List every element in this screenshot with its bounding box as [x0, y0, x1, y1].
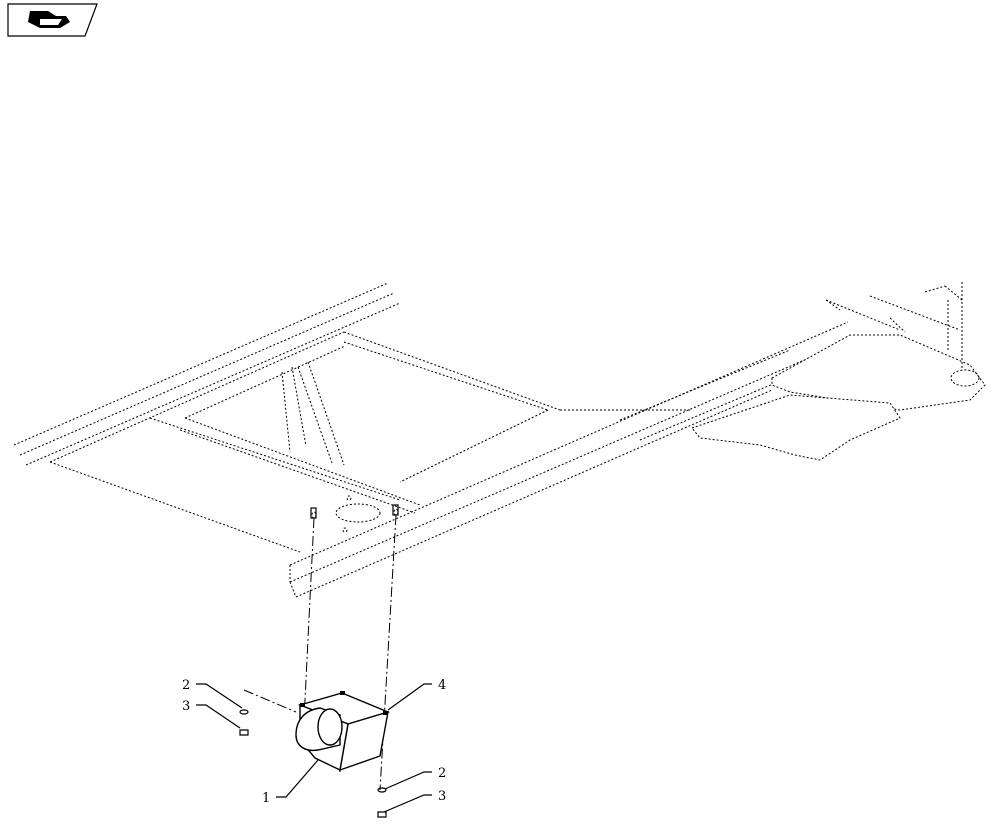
- frame-inner-window: [149, 331, 561, 514]
- part-1-housing: [295, 691, 391, 772]
- nut-left: [239, 729, 249, 736]
- leader-lines: [196, 683, 432, 813]
- frame-cross-member: [289, 321, 861, 598]
- callout-1: 1: [262, 791, 270, 806]
- washer-right: [377, 787, 387, 793]
- exploded-view-icon: [7, 3, 98, 37]
- callout-2-right: 2: [438, 766, 446, 781]
- washer-left: [239, 709, 249, 715]
- mounting-hole: [311, 495, 399, 533]
- frame-rail-left: [13, 282, 401, 553]
- hitch-bracket: [691, 282, 986, 461]
- callout-3-right: 3: [438, 789, 446, 804]
- bolt-ends: [310, 504, 399, 519]
- callout-3-left: 3: [182, 699, 190, 714]
- callout-4: 4: [438, 678, 446, 693]
- callout-2-left: 2: [182, 678, 190, 693]
- nut-right: [377, 811, 387, 818]
